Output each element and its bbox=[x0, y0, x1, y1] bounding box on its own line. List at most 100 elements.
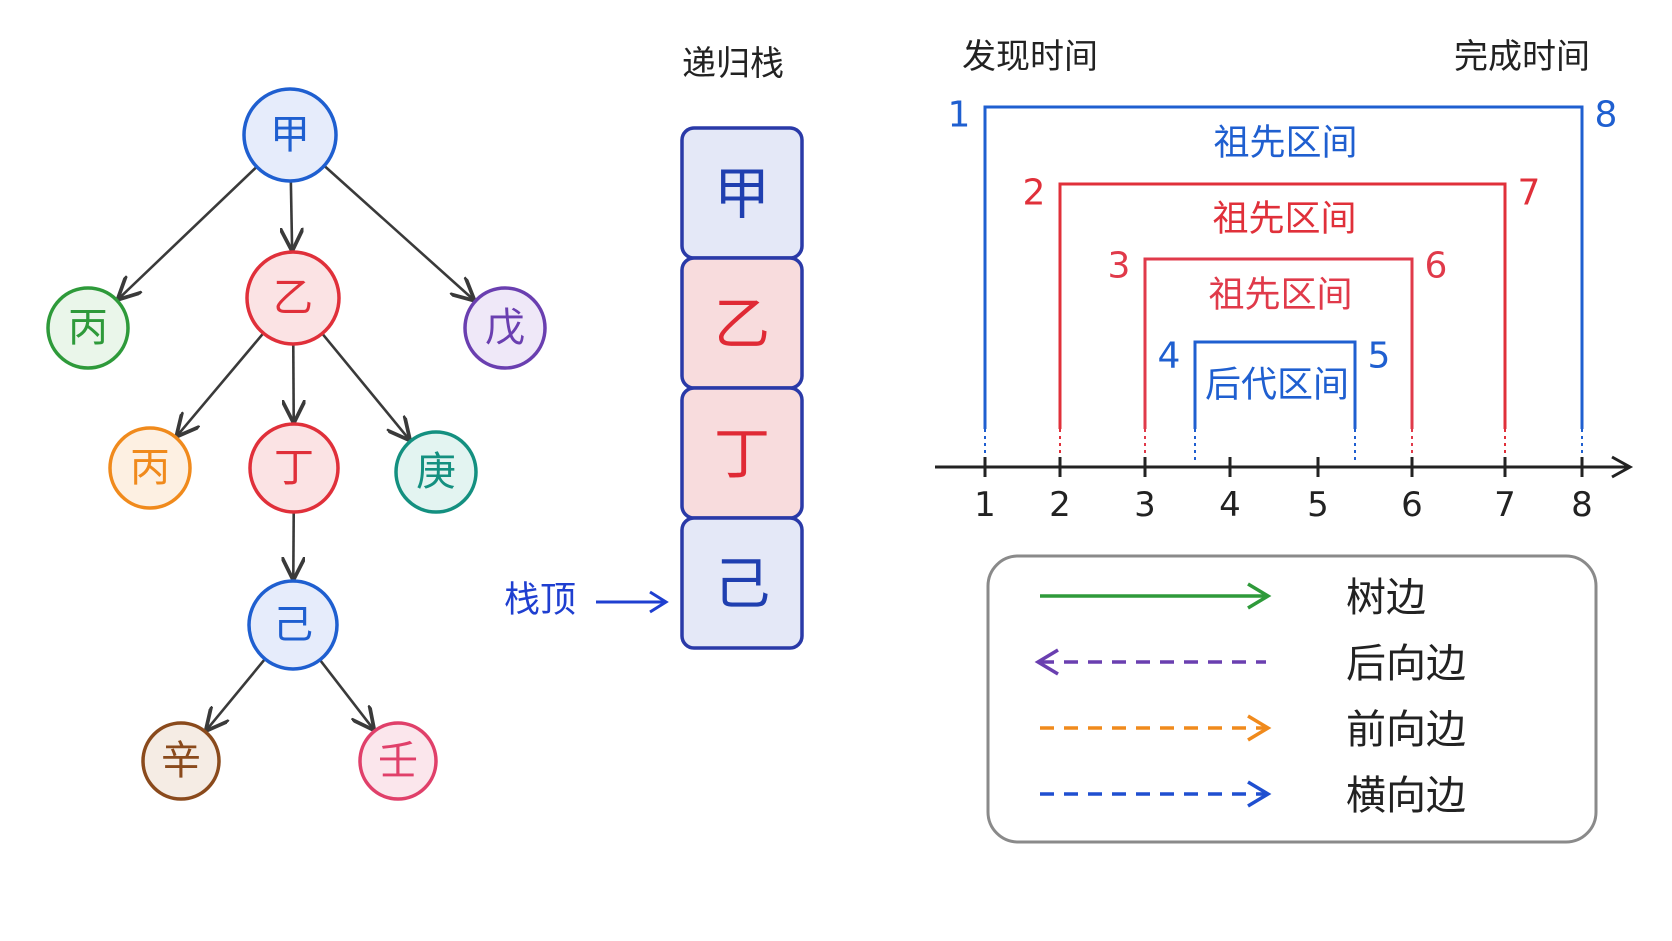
tree-node-xin: 辛 bbox=[141, 721, 221, 801]
tree-node-label: 己 bbox=[273, 602, 313, 648]
interval-end-number: 8 bbox=[1595, 95, 1618, 136]
legend-label: 树边 bbox=[1346, 575, 1426, 621]
legend-item-3: 横向边 bbox=[1040, 773, 1466, 819]
tree-node-wu: 戊 bbox=[463, 286, 547, 370]
stack-frame-label: 丁 bbox=[714, 423, 770, 488]
tree-node-circle bbox=[394, 430, 478, 514]
discovery-finish-intervals: 发现时间 完成时间 1 8 祖先区间 2 7 祖先区间 3 6 祖先区间 4 5 后代区间 1 2 3 4 5… bbox=[935, 37, 1634, 525]
axis-tick-label: 3 bbox=[1134, 485, 1156, 525]
interval-start-number: 3 bbox=[1108, 246, 1131, 287]
axis-tick-label: 1 bbox=[974, 485, 996, 525]
interval-start-number: 2 bbox=[1023, 173, 1046, 214]
stack-top-pointer: 栈顶 bbox=[504, 580, 669, 621]
legend-arrowhead bbox=[1247, 780, 1272, 808]
tree-node-ding: 丁 bbox=[248, 422, 340, 514]
interval-bracket-3-6: 3 6 祖先区间 bbox=[1108, 246, 1448, 463]
interval-label: 祖先区间 bbox=[1213, 123, 1357, 164]
interval-start-number: 4 bbox=[1158, 336, 1181, 377]
tree-node-circle bbox=[247, 579, 339, 671]
stack-frame-0: 甲 bbox=[680, 126, 804, 260]
stack-title: 递归栈 bbox=[682, 44, 784, 84]
tree-node-label: 丁 bbox=[274, 445, 314, 491]
legend-label: 横向边 bbox=[1346, 773, 1466, 819]
interval-bracket-4-5: 4 5 后代区间 bbox=[1158, 336, 1391, 463]
interval-start-number: 1 bbox=[948, 95, 971, 136]
interval-bracket-line bbox=[1193, 340, 1357, 429]
interval-bracket-line bbox=[983, 105, 1584, 429]
tree-node-label: 戊 bbox=[485, 305, 525, 351]
finish-time-title: 完成时间 bbox=[1454, 37, 1590, 77]
legend-label: 前向边 bbox=[1346, 707, 1466, 753]
tree-node-circle bbox=[141, 721, 221, 801]
tree-node-circle bbox=[242, 87, 338, 183]
tree-edge-yi-bing2 bbox=[178, 332, 265, 435]
stack-frame-3: 己 bbox=[680, 516, 804, 650]
tree-node-label: 丙 bbox=[130, 445, 170, 491]
tree-node-yi: 乙 bbox=[245, 250, 341, 346]
stack-frame-label: 乙 bbox=[714, 293, 770, 358]
axis-tick-label: 4 bbox=[1219, 485, 1241, 525]
tree-node-circle bbox=[463, 286, 547, 370]
tree-node-label: 甲 bbox=[270, 112, 310, 158]
tree-edge-ji-ren bbox=[318, 659, 373, 729]
interval-bracket-line bbox=[1058, 182, 1507, 429]
tree-node-circle bbox=[248, 422, 340, 514]
tree-node-ji: 己 bbox=[247, 579, 339, 671]
time-axis: 1 2 3 4 5 6 7 8 bbox=[935, 455, 1634, 525]
tree-edge-yi-geng bbox=[321, 332, 408, 439]
tree-node-circle bbox=[358, 721, 438, 801]
tree-node-label: 辛 bbox=[161, 738, 201, 784]
interval-end-number: 7 bbox=[1518, 173, 1541, 214]
tree-node-jia: 甲 bbox=[242, 87, 338, 183]
tree-node-circle bbox=[46, 286, 130, 370]
tree-node-label: 丙 bbox=[68, 305, 108, 351]
tree-edge-jia-yi bbox=[291, 180, 292, 249]
tree-edge-jia-bing1 bbox=[119, 165, 258, 299]
axis-arrowhead bbox=[1611, 455, 1634, 479]
tree-node-label: 乙 bbox=[273, 275, 313, 321]
interval-label: 祖先区间 bbox=[1208, 275, 1352, 316]
tree-edge-jia-wu bbox=[323, 164, 473, 300]
stack-frame-box bbox=[680, 516, 804, 650]
tree-node-label: 庚 bbox=[416, 449, 456, 495]
legend-box bbox=[986, 554, 1598, 844]
tree-node-geng: 庚 bbox=[394, 430, 478, 514]
tree-node-label: 壬 bbox=[378, 738, 418, 784]
tree-node-bing2: 丙 bbox=[108, 426, 192, 510]
legend-label: 后向边 bbox=[1346, 641, 1466, 687]
interval-end-number: 6 bbox=[1425, 246, 1448, 287]
legend-arrowhead bbox=[1247, 714, 1272, 742]
legend-arrowhead bbox=[1247, 582, 1272, 610]
tree-node-ren: 壬 bbox=[358, 721, 438, 801]
legend-item-2: 前向边 bbox=[1040, 707, 1466, 753]
axis-tick-label: 8 bbox=[1571, 485, 1593, 525]
axis-tick-label: 2 bbox=[1049, 485, 1071, 525]
stack-frame-label: 甲 bbox=[714, 163, 770, 228]
axis-tick-label: 7 bbox=[1494, 485, 1516, 525]
legend-item-1: 后向边 bbox=[1034, 641, 1466, 687]
stack-top-arrowhead bbox=[649, 590, 669, 614]
tree-edges bbox=[119, 164, 473, 730]
interval-bracket-2-7: 2 7 祖先区间 bbox=[1023, 173, 1541, 463]
tree-node-circle bbox=[245, 250, 341, 346]
axis-tick-label: 5 bbox=[1307, 485, 1329, 525]
interval-bracket-1-8: 1 8 祖先区间 bbox=[948, 95, 1618, 463]
interval-label: 后代区间 bbox=[1205, 365, 1349, 406]
interval-label: 祖先区间 bbox=[1212, 199, 1356, 240]
stack-frame-1: 乙 bbox=[680, 256, 804, 390]
tree-edge-ji-xin bbox=[207, 658, 267, 729]
axis-tick-label: 6 bbox=[1401, 485, 1423, 525]
legend-arrowhead bbox=[1034, 648, 1059, 676]
discover-time-title: 发现时间 bbox=[962, 37, 1098, 77]
stack-frame-label: 己 bbox=[714, 553, 770, 618]
interval-bracket-line bbox=[1143, 257, 1414, 429]
tree-nodes: 甲丙乙戊丙丁庚己辛壬 bbox=[46, 87, 547, 801]
tree-node-bing1: 丙 bbox=[46, 286, 130, 370]
interval-end-number: 5 bbox=[1368, 336, 1391, 377]
tree-node-circle bbox=[108, 426, 192, 510]
stack-top-label: 栈顶 bbox=[504, 580, 576, 621]
legend-item-0: 树边 bbox=[1040, 575, 1426, 621]
